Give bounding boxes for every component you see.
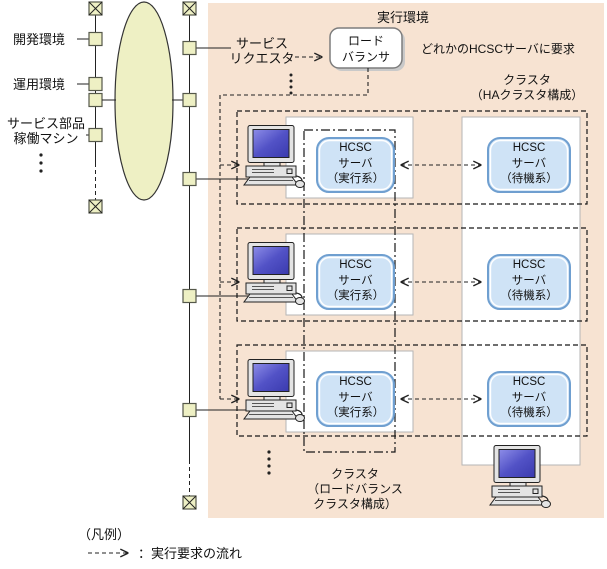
hcsc-active-label-1: HCSC サーバ （実行系） <box>326 142 385 185</box>
tap-cluster-2 <box>182 288 197 304</box>
hcsc-standby-label-2: HCSC サーバ （待機系） <box>500 259 558 302</box>
tap-network <box>88 92 103 108</box>
ha-cluster-label: クラスタ （HAクラスタ構成） <box>470 73 584 102</box>
legend-title: （凡例） <box>78 527 131 542</box>
execution-env-title: 実行環境 <box>377 10 430 25</box>
service-requester-label: サービス リクエスタ <box>229 36 295 66</box>
ellipsis-dots <box>267 450 271 475</box>
terminator-icon <box>88 199 103 214</box>
tap-cluster-1 <box>182 171 197 187</box>
tap-svc-parts <box>88 127 103 143</box>
terminator-icon <box>88 1 103 16</box>
network-ellipse <box>114 1 174 201</box>
tap-requester <box>182 40 197 56</box>
tap-cluster-3 <box>182 402 197 418</box>
hcsc-active-label-3: HCSC サーバ （実行系） <box>326 376 385 419</box>
lb-cluster-label: クラスタ （ロードバランス クラスタ構成） <box>307 467 403 511</box>
svc-parts-machine-label: サービス部品 稼働マシン <box>6 116 85 146</box>
dev-env-label: 開発環境 <box>13 32 66 47</box>
ops-env-label: 運用環境 <box>13 77 66 92</box>
tap-network <box>182 92 197 108</box>
hcsc-active-box-2 <box>316 254 395 310</box>
network-bus-left <box>39 1 103 214</box>
cluster-boundary <box>236 110 588 205</box>
hcsc-standby-box-1 <box>487 137 571 193</box>
hcsc-active-label-2: HCSC サーバ （実行系） <box>326 259 385 302</box>
hcsc-standby-box-2 <box>487 254 571 310</box>
hcsc-active-box-3 <box>316 371 395 427</box>
terminator-icon <box>182 1 197 16</box>
terminator-icon <box>182 495 197 510</box>
cluster-boundary <box>236 227 588 322</box>
load-balancer-box <box>329 27 405 71</box>
request-note: どれかのHCSCサーバに要求 <box>421 42 575 56</box>
ellipsis-dots <box>289 73 293 95</box>
tap-dev-env <box>88 31 103 47</box>
hcsc-standby-label-1: HCSC サーバ （待機系） <box>500 142 558 185</box>
hcsc-active-box-1 <box>316 137 395 193</box>
load-balancer-label: ロード バランサ <box>341 34 390 64</box>
hcsc-standby-label-3: HCSC サーバ （待機系） <box>500 376 558 419</box>
hcsc-standby-box-3 <box>487 371 571 427</box>
cluster-boundary <box>236 344 588 437</box>
network-bus-right <box>182 1 250 510</box>
tap-ops-env <box>88 76 103 92</box>
ellipsis-dots <box>39 153 43 173</box>
legend-flow-label: ：実行要求の流れ <box>138 546 243 561</box>
lb-distribution-bus <box>219 68 369 399</box>
